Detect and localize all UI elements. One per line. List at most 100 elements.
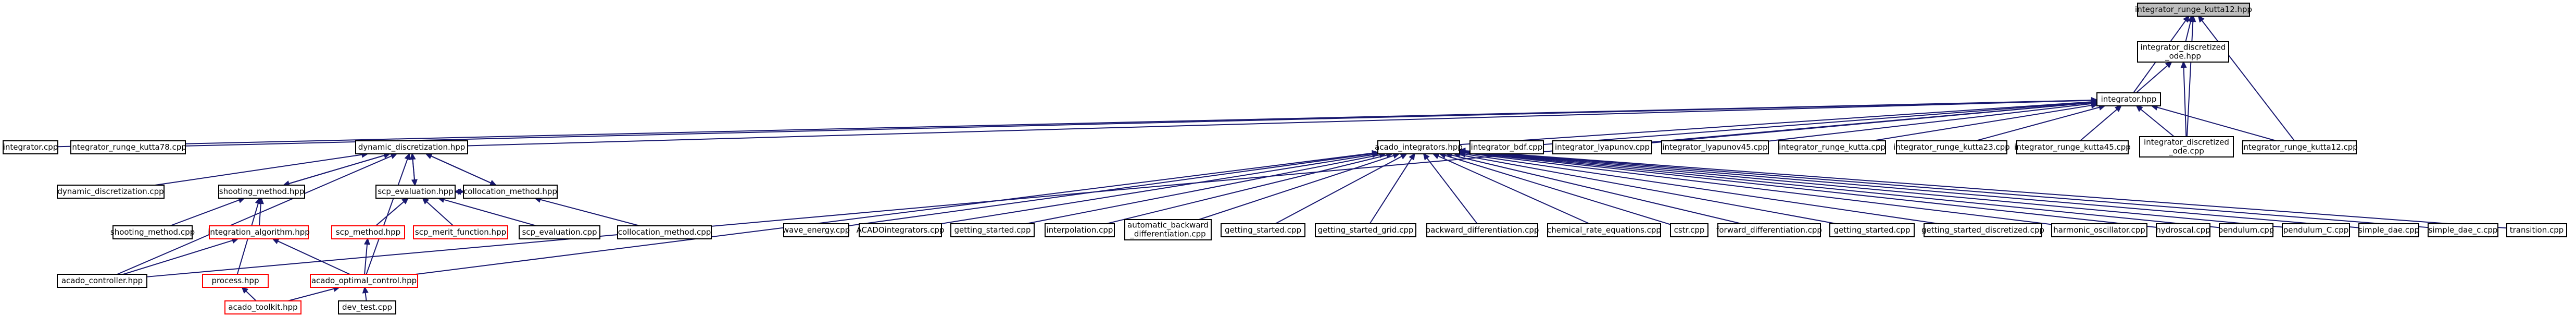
edge-line xyxy=(1459,154,1837,224)
edge-n2-n14 xyxy=(2151,104,2277,141)
node-harmonic-oscillator-cpp[interactable]: harmonic_oscillator.cpp xyxy=(2051,223,2147,237)
edge-line xyxy=(1975,106,2100,141)
edge-line xyxy=(2156,106,2277,141)
node-scp-evaluation-hpp[interactable]: scp_evaluation.hpp xyxy=(375,185,456,199)
node-integrator-discretized-ode-hpp[interactable]: integrator_discretized_ode.hpp xyxy=(2137,41,2229,63)
node-integrator-runge-kutta45-cpp[interactable]: integrator_runge_kutta45.cpp xyxy=(2014,140,2131,154)
node-backward-differentiation-cpp[interactable]: backward_differentiation.cpp xyxy=(1426,223,1539,237)
edge-line xyxy=(539,199,640,226)
node-box xyxy=(2137,3,2250,17)
edge-line xyxy=(1459,101,2092,146)
edge-arrowhead xyxy=(255,197,261,205)
node-integrator-runge-kutta12-hpp: integrator_runge_kutta12.hpp xyxy=(2135,3,2252,17)
node-box xyxy=(224,300,301,314)
node-acadointegrators-cpp[interactable]: ACADOintegrators.cpp xyxy=(857,223,945,237)
edge-line xyxy=(258,203,261,226)
edge-n5-n27 xyxy=(366,152,411,275)
node-label: integrator_lyapunov.cpp xyxy=(1555,142,1650,152)
node-interpolation-cpp[interactable]: interpolation.cpp xyxy=(1045,223,1115,237)
node-label: integrator_runge_kutta12.cpp xyxy=(2241,142,2358,152)
edge-arrowhead xyxy=(422,197,430,204)
edge-line xyxy=(2185,21,2191,42)
edge-line xyxy=(1464,152,2052,225)
edge-line xyxy=(277,240,350,275)
edge-arrowhead xyxy=(2180,60,2187,68)
node-shooting-method-cpp[interactable]: shooting_method.cpp xyxy=(110,225,195,239)
edge-line xyxy=(364,244,368,275)
edge-n5-n25 xyxy=(117,153,398,275)
node-box xyxy=(1045,223,1115,237)
node-acado-toolkit-hpp[interactable]: acado_toolkit.hpp xyxy=(224,300,301,314)
node-dynamic-discretization-hpp[interactable]: dynamic_discretization.hpp xyxy=(355,140,468,154)
node-acado-controller-hpp[interactable]: acado_controller.hpp xyxy=(57,274,147,288)
node-integrator-lyapunov45-cpp[interactable]: integrator_lyapunov45.cpp xyxy=(1661,140,1769,154)
edge-n0-n13 xyxy=(2187,15,2196,137)
node-label: interpolation.cpp xyxy=(1047,225,1113,235)
node-getting-started-cpp[interactable]: getting_started.cpp xyxy=(950,223,1035,237)
edge-n6-n37 xyxy=(1423,153,1478,224)
node-shooting-method-hpp[interactable]: shooting_method.hpp xyxy=(218,185,305,199)
node-scp-merit-function-hpp[interactable]: scp_merit_function.hpp xyxy=(413,225,508,239)
edge-line xyxy=(848,153,1373,226)
node-label: chemical_rate_equations.cpp xyxy=(1547,225,1661,235)
node-scp-method-hpp[interactable]: scp_method.hpp xyxy=(331,225,405,239)
edge-n2-n25 xyxy=(146,99,2099,277)
node-collocation-method-cpp[interactable]: collocation_method.cpp xyxy=(617,225,712,239)
node-getting-started-cpp[interactable]: getting_started.cpp xyxy=(1829,223,1915,237)
node-forward-differentiation-cpp[interactable]: forward_differentiation.cpp xyxy=(1716,223,1822,237)
node-dev-test-cpp[interactable]: dev_test.cpp xyxy=(338,300,396,314)
node-integrator-runge-kutta78-cpp[interactable]: integrator_runge_kutta78.cpp xyxy=(70,140,186,154)
edge-line xyxy=(1199,155,1394,220)
node-integrator-cpp[interactable]: integrator.cpp xyxy=(3,140,58,154)
edge-arrowhead xyxy=(489,179,497,186)
node-hydroscal-cpp[interactable]: hydroscal.cpp xyxy=(2156,223,2210,237)
node-transition-cpp[interactable]: transition.cpp xyxy=(2506,223,2567,237)
node-wave-energy-cpp[interactable]: wave_energy.cpp xyxy=(783,223,850,237)
node-label: pendulum_C.cpp xyxy=(2283,225,2349,235)
node-box xyxy=(112,225,193,239)
node-integrator-runge-kutta-cpp[interactable]: integrator_runge_kutta.cpp xyxy=(1778,140,1886,154)
node-integrator-runge-kutta23-cpp[interactable]: integrator_runge_kutta23.cpp xyxy=(1893,140,2010,154)
node-cstr-cpp[interactable]: cstr.cpp xyxy=(1670,223,1708,237)
node-integrator-bdf-cpp[interactable]: integrator_bdf.cpp xyxy=(1469,140,1544,154)
node-box xyxy=(2137,41,2229,63)
node-acado-optimal-control-hpp[interactable]: acado_optimal_control.hpp xyxy=(310,274,418,288)
node-dynamic-discretization-cpp[interactable]: dynamic_discretization.cpp xyxy=(57,185,165,199)
node-label: getting_started.cpp xyxy=(1834,225,1911,235)
node-label: integrator_discretized xyxy=(2144,138,2229,148)
edge-arrowhead xyxy=(271,238,280,245)
node-getting-started-discretized-cpp[interactable]: getting_started_discretized.cpp xyxy=(1921,223,2044,237)
node-integrator-lyapunov-cpp[interactable]: integrator_lyapunov.cpp xyxy=(1552,140,1652,154)
node-simple-dae-cpp[interactable]: simple_dae.cpp xyxy=(2358,223,2419,237)
node-integrator-runge-kutta12-cpp[interactable]: integrator_runge_kutta12.cpp xyxy=(2241,140,2358,154)
node-simple-dae-c-cpp[interactable]: simple_dae_c.cpp xyxy=(2428,223,2498,237)
node-integrator-hpp[interactable]: integrator.hpp xyxy=(2096,92,2161,106)
node-collocation-method-hpp[interactable]: collocation_method.hpp xyxy=(463,185,558,199)
node-getting-started-grid-cpp[interactable]: getting_started_grid.cpp xyxy=(1315,223,1416,237)
node-pendulum-cpp[interactable]: pendulum.cpp xyxy=(2218,223,2275,237)
edge-n17-n5 xyxy=(411,153,418,187)
node-getting-started-cpp[interactable]: getting_started.cpp xyxy=(1221,223,1305,237)
edge-line xyxy=(185,100,2092,147)
node-integration-algorithm-hpp[interactable]: integration_algorithm.hpp xyxy=(208,225,310,239)
edge-n6-n34 xyxy=(1199,152,1400,220)
node-box xyxy=(310,274,418,288)
edge-n6-n32 xyxy=(1026,152,1387,224)
edge-n17-n22 xyxy=(422,197,454,226)
edge-arrowhead xyxy=(401,197,409,204)
node-pendulum-c-cpp[interactable]: pendulum_C.cpp xyxy=(2282,223,2350,237)
node-box xyxy=(1924,223,2042,237)
node-automatic-backward-differentiation-cpp[interactable]: automatic_backward_differentiation.cpp xyxy=(1124,219,1212,240)
node-process-hpp[interactable]: process.hpp xyxy=(202,274,269,288)
node-scp-evaluation-cpp[interactable]: scp_evaluation.cpp xyxy=(519,225,600,239)
node-acado-integrators-hpp[interactable]: acado_integrators.hpp xyxy=(1375,140,1463,154)
edge-arrowhead xyxy=(2183,15,2190,23)
edge-line xyxy=(1464,151,2283,228)
node-integrator-discretized-ode-cpp[interactable]: integrator_discretized_ode.cpp xyxy=(2139,136,2234,158)
node-chemical-rate-equations-cpp[interactable]: chemical_rate_equations.cpp xyxy=(1547,223,1661,237)
node-box xyxy=(2242,140,2357,154)
edge-arrowhead xyxy=(2165,61,2172,68)
edge-line xyxy=(1444,154,1671,225)
node-label: integrator_runge_kutta45.cpp xyxy=(2014,142,2131,152)
